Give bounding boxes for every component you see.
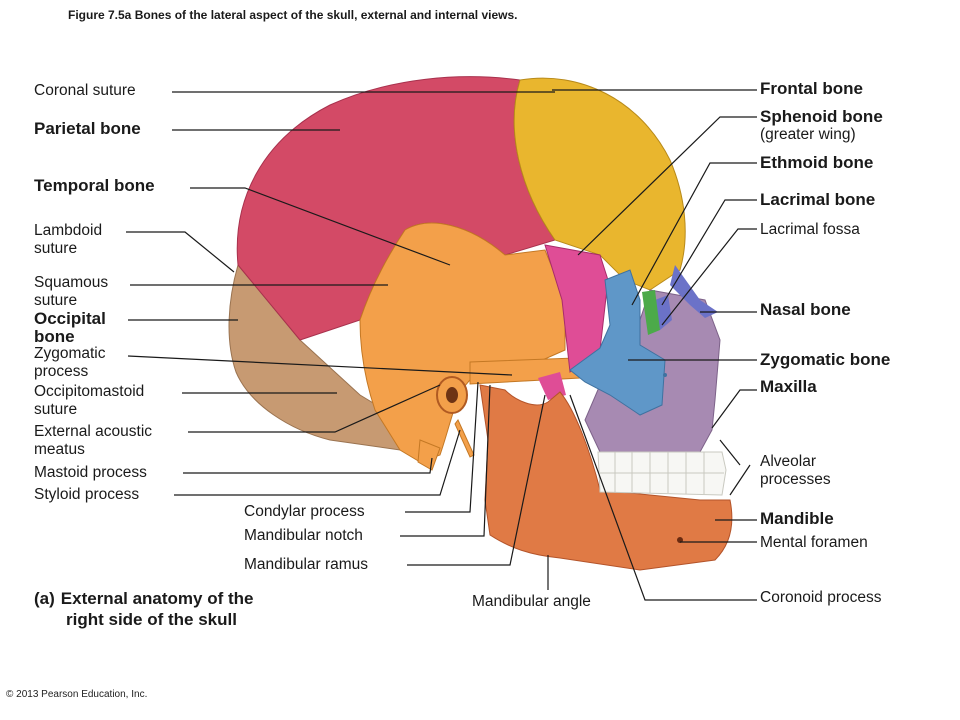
label-external-acoustic-meatus-1: External acoustic bbox=[34, 423, 153, 440]
label-lacrimal-bone: Lacrimal bone bbox=[760, 190, 876, 209]
label-occipitomastoid-suture-1: Occipitomastoid bbox=[34, 383, 145, 400]
label-alveolar-processes-2: processes bbox=[760, 471, 831, 488]
label-sphenoid-bone: Sphenoid bone bbox=[760, 107, 883, 126]
label-nasal-bone: Nasal bone bbox=[760, 300, 851, 319]
label-condylar-process: Condylar process bbox=[244, 503, 365, 520]
label-occipitomastoid-suture-2: suture bbox=[34, 401, 78, 418]
label-lambdoid-suture-2: suture bbox=[34, 240, 78, 257]
label-frontal-bone: Frontal bone bbox=[760, 79, 863, 98]
figure-caption: (a) External anatomy of the right side of… bbox=[34, 588, 254, 630]
label-mastoid-process: Mastoid process bbox=[34, 464, 147, 481]
label-coronal-suture: Coronal suture bbox=[34, 82, 136, 99]
label-mandibular-angle: Mandibular angle bbox=[472, 593, 591, 610]
occipital-bone-shape bbox=[228, 263, 419, 451]
label-squamous-suture-2: suture bbox=[34, 292, 78, 309]
label-mandibular-ramus: Mandibular ramus bbox=[244, 556, 369, 573]
temporal-bone-shape bbox=[359, 222, 566, 463]
label-squamous-suture-1: Squamous bbox=[34, 274, 109, 291]
label-ethmoid-bone: Ethmoid bone bbox=[760, 153, 874, 172]
label-external-acoustic-meatus-2: meatus bbox=[34, 441, 85, 458]
label-zygomatic-bone: Zygomatic bone bbox=[760, 350, 891, 369]
lacrimal-bone-shape bbox=[655, 295, 672, 330]
label-occipital-bone-2: bone bbox=[34, 327, 75, 346]
label-mandible: Mandible bbox=[760, 509, 834, 528]
label-zygomatic-process-2: process bbox=[34, 363, 89, 380]
label-sphenoid-greater-wing: (greater wing) bbox=[760, 126, 856, 143]
caption-line-2: right side of the skull bbox=[66, 610, 237, 629]
label-mental-foramen: Mental foramen bbox=[760, 534, 868, 551]
label-maxilla: Maxilla bbox=[760, 377, 817, 396]
figure-title: Figure 7.5a Bones of the lateral aspect … bbox=[68, 8, 518, 22]
caption-tag: (a) bbox=[34, 589, 55, 608]
label-zygomatic-process-1: Zygomatic bbox=[34, 345, 106, 362]
label-styloid-process: Styloid process bbox=[34, 486, 140, 503]
label-coronoid-process: Coronoid process bbox=[760, 589, 882, 606]
label-occipital-bone-1: Occipital bbox=[34, 309, 106, 328]
label-lacrimal-fossa: Lacrimal fossa bbox=[760, 221, 860, 238]
nasal-bone-shape bbox=[670, 265, 718, 318]
zygomatic-bone-shape bbox=[569, 269, 666, 416]
copyright-notice: © 2013 Pearson Education, Inc. bbox=[6, 689, 148, 700]
label-mandibular-notch: Mandibular notch bbox=[244, 527, 363, 544]
label-temporal-bone: Temporal bone bbox=[34, 176, 155, 195]
zygomatic-process-shape bbox=[469, 357, 581, 385]
label-alveolar-processes-1: Alveolar bbox=[760, 453, 816, 470]
ethmoid-bone-shape bbox=[642, 290, 660, 335]
caption-line-1: External anatomy of the bbox=[60, 589, 254, 608]
frontal-bone-shape bbox=[513, 77, 686, 291]
label-lambdoid-suture-1: Lambdoid bbox=[34, 222, 103, 239]
label-parietal-bone: Parietal bone bbox=[34, 119, 141, 138]
